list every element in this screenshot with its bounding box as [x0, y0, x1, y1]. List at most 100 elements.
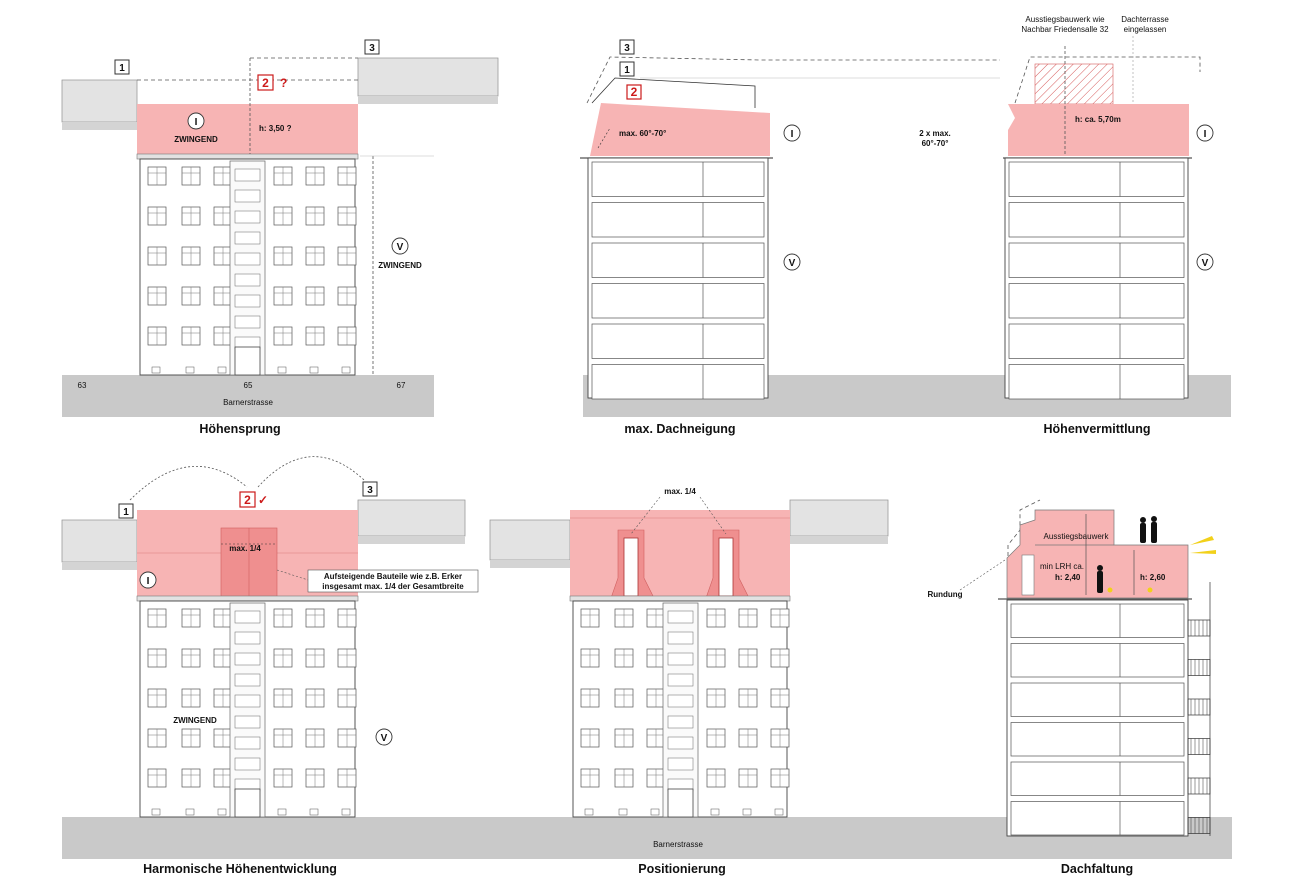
marker-1: 1 [624, 65, 630, 76]
lrh-label: min LRH ca. [1040, 562, 1084, 571]
zwingend-top: ZWINGEND [174, 135, 218, 144]
stair-window [234, 168, 261, 182]
height-label: h: ca. 5,70m [1075, 115, 1121, 124]
facade-windows [580, 602, 790, 818]
stair-window [667, 631, 694, 645]
question-mark: ? [280, 76, 287, 90]
note-line-1: Aufsteigende Bauteile wie z.B. Erker [324, 572, 462, 581]
stair-window [234, 189, 261, 203]
entrance-door [234, 346, 261, 376]
stair-window [234, 757, 261, 771]
stair-window [667, 757, 694, 771]
floor [1008, 161, 1185, 197]
roof-block [590, 103, 770, 156]
stair-window [234, 652, 261, 666]
angle-label-1: 2 x max. [919, 129, 951, 138]
floor [591, 161, 765, 197]
caption: Höhensprung [199, 422, 280, 436]
stair-window [667, 673, 694, 687]
house-number-left: 63 [78, 381, 87, 390]
marker-3: 3 [624, 43, 630, 54]
exit-label-1: Ausstiegsbauwerk wie [1025, 15, 1105, 24]
terrace-label-1: Dachterrasse [1121, 15, 1169, 24]
cornice [136, 153, 359, 160]
floor [1008, 283, 1185, 319]
section-floors [1010, 603, 1185, 836]
zwingend-label: ZWINGEND [173, 716, 217, 725]
roman-v: V [1202, 258, 1209, 269]
neighbour-right [357, 57, 499, 97]
facade-windows [147, 602, 357, 818]
house-number-mid: 65 [244, 381, 253, 390]
roman-i: I [791, 129, 794, 140]
stair-window [234, 273, 261, 287]
panel-hoehenvermittlung: Ausstiegsbauwerk wie Nachbar Friedensall… [919, 15, 1214, 436]
caption: Dachfaltung [1061, 862, 1133, 876]
facade-windows [147, 160, 357, 376]
stair-window [234, 210, 261, 224]
floor [591, 242, 765, 278]
marker-1: 1 [123, 507, 129, 518]
stair-window [234, 673, 261, 687]
roof-block [137, 104, 358, 156]
floor [591, 283, 765, 319]
stair-window [234, 315, 261, 329]
entrance-door [234, 788, 261, 818]
stair-window [234, 231, 261, 245]
house-number-right: 67 [397, 381, 406, 390]
stair-window [667, 694, 694, 708]
roof-block [570, 510, 790, 598]
floor [1010, 761, 1185, 796]
neighbour-right-eave [358, 96, 498, 104]
zwingend-mid: ZWINGEND [378, 261, 422, 270]
stair-window [667, 652, 694, 666]
angle-label: max. 60°-70° [619, 129, 666, 138]
height-240: h: 2,40 [1055, 573, 1081, 582]
floor [1010, 801, 1185, 836]
roman-i: I [147, 576, 150, 587]
stair-window [234, 715, 261, 729]
marker-3: 3 [367, 485, 373, 496]
height-260: h: 2,60 [1140, 573, 1166, 582]
floor [1008, 242, 1185, 278]
rounding-label: Rundung [927, 590, 962, 599]
terrace-label-2: eingelassen [1124, 25, 1167, 34]
street-label: Barnerstrasse [223, 398, 273, 407]
note-line-2: insgesamt max. 1/4 der Gesamtbreite [322, 582, 464, 591]
check-mark: ✓ [258, 493, 268, 507]
caption: Positionierung [638, 862, 726, 876]
stair-window [234, 631, 261, 645]
floor [591, 202, 765, 238]
stair-window [234, 294, 261, 308]
marker-3: 3 [369, 43, 375, 54]
balconies [1187, 582, 1211, 836]
stair [1021, 554, 1035, 596]
caption: max. Dachneigung [624, 422, 735, 436]
panel-dachfaltung: Ausstiegsbauwerk min LRH ca. h: 2,40 h: … [927, 499, 1216, 876]
roman-v: V [789, 258, 796, 269]
marker-2: 2 [244, 493, 251, 507]
floor [591, 364, 765, 400]
marker-1: 1 [119, 63, 125, 74]
neighbour-left-eave [62, 122, 137, 130]
exit-structure [1034, 63, 1114, 105]
roof-folding [1006, 509, 1189, 599]
angle-label-2: 60°-70° [922, 139, 949, 148]
floor [1010, 603, 1185, 638]
panel-positionierung: max. 1/4 Barnerstrasse Positionierung [489, 487, 889, 876]
panel-hoehensprung: 1 2 ? 3 I ZWINGEND h: 3,50 ? V ZWINGEND … [61, 39, 499, 436]
stair-window [234, 252, 261, 266]
neighbour-left [61, 79, 138, 123]
floor [1010, 682, 1185, 717]
floor [591, 323, 765, 359]
caption: Höhenvermittlung [1044, 422, 1151, 436]
section-floors [591, 161, 765, 400]
roof-block [1008, 104, 1189, 156]
caption: Harmonische Höhenentwicklung [143, 862, 337, 876]
stair-window [234, 610, 261, 624]
stair-window [234, 736, 261, 750]
max-quarter-label: max. 1/4 [664, 487, 696, 496]
people-silhouettes [1097, 516, 1157, 593]
